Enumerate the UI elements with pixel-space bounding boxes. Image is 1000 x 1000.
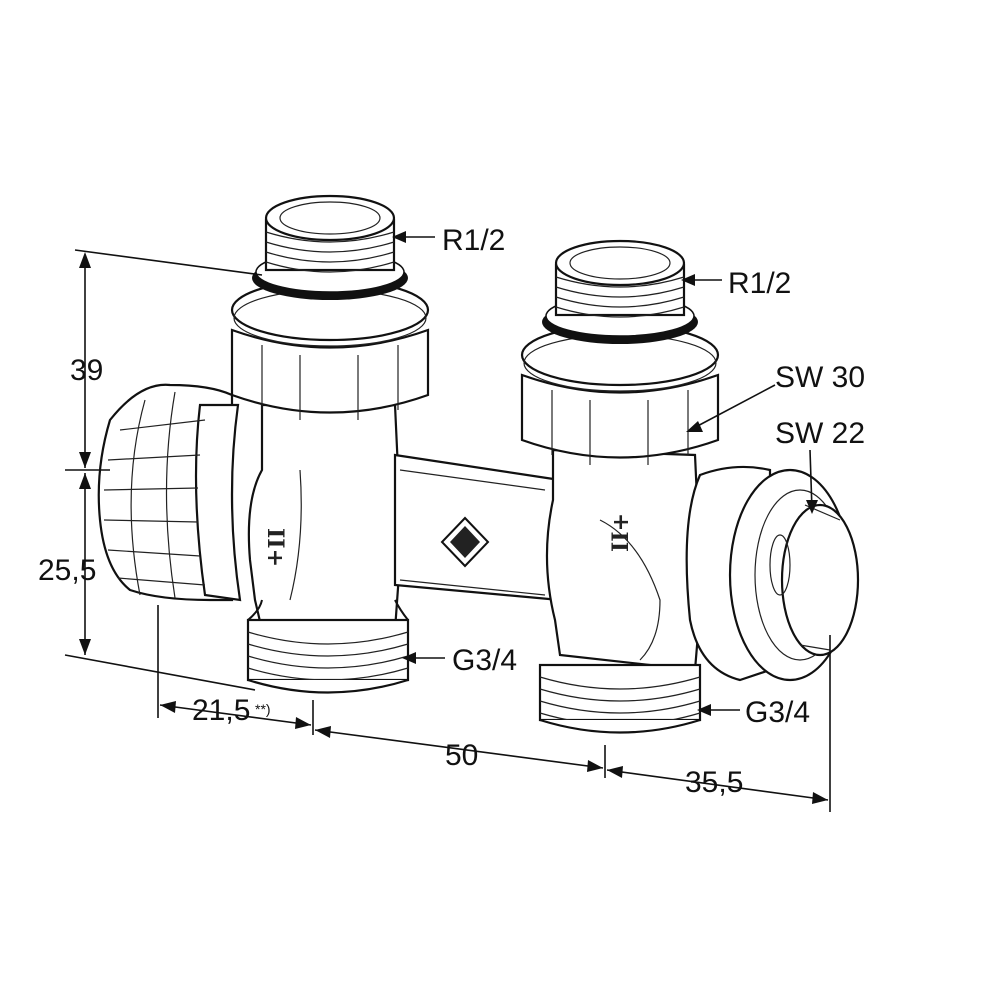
right-body-mark: II+ — [608, 513, 634, 552]
valve-body — [247, 403, 702, 672]
left-body-mark: II+ — [262, 528, 288, 567]
top-right-thread-label: R1/2 — [728, 267, 791, 300]
right-cap — [685, 465, 860, 682]
bottom-left-thread — [246, 599, 410, 694]
dimension-lines — [64, 249, 831, 812]
top-left-fitting — [230, 194, 430, 420]
bottom-left-thread-label: G3/4 — [452, 644, 517, 677]
bottom-right-thread-label: G3/4 — [745, 696, 810, 729]
top-right-fitting — [520, 239, 720, 465]
dimension-height-lower: 25,5 — [38, 554, 96, 587]
left-knurled-cap — [97, 383, 242, 602]
dimension-pipe-spacing: 50 — [445, 739, 478, 772]
dimension-height-upper: 39 — [70, 354, 103, 387]
dimension-offset-left: 21,5 — [192, 694, 250, 727]
bottom-right-thread — [538, 663, 702, 734]
dimension-offset-left-note: **) — [255, 701, 271, 717]
nut-size-label: SW 30 — [775, 361, 865, 394]
dimension-offset-right: 35,5 — [685, 766, 743, 799]
manufacturer-logo — [440, 516, 490, 568]
cap-size-label: SW 22 — [775, 417, 865, 450]
top-left-thread-label: R1/2 — [442, 224, 505, 257]
leader-lines — [392, 231, 818, 716]
